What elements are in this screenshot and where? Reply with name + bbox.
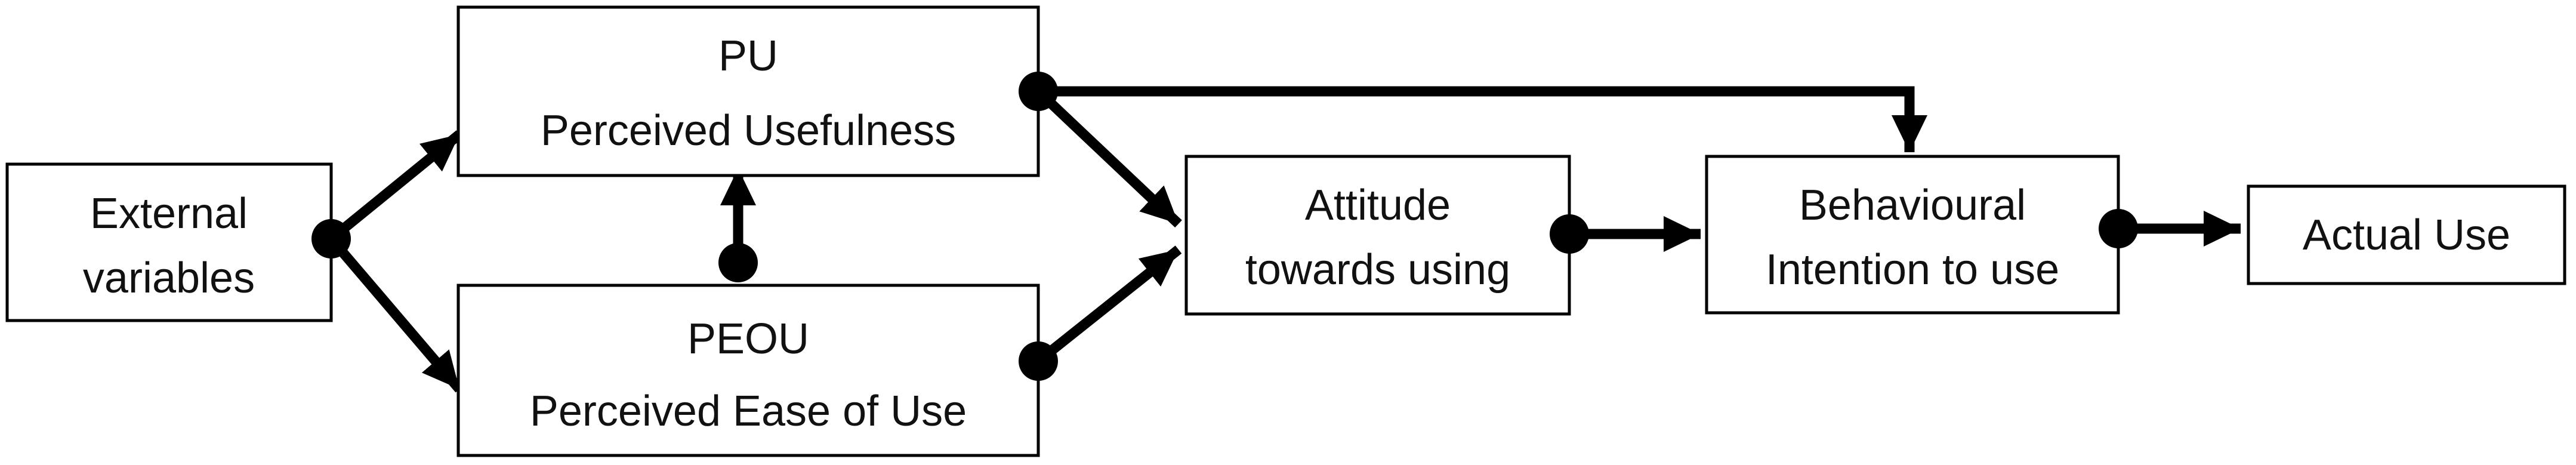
connector-dots	[311, 72, 2138, 381]
node-attitude-towards-using: Attitude towards using	[1184, 155, 1571, 316]
node-perceived-ease-of-use: PEOU Perceived Ease of Use	[456, 284, 1040, 457]
edge-external-to-peou	[327, 235, 464, 393]
node-box	[456, 284, 1040, 457]
connector-dot	[1019, 72, 1058, 111]
node-actual-use: Actual Use	[2247, 184, 2566, 285]
edge-pu-to-attitude	[1035, 87, 1182, 228]
edge-external-to-pu	[328, 130, 463, 243]
node-behavioural-intention: Behavioural Intention to use	[1705, 155, 2120, 315]
node-label-line: variables	[83, 254, 255, 302]
node-box	[2247, 184, 2566, 285]
node-label-line: PEOU	[687, 315, 809, 363]
node-label-line: Behavioural	[1799, 181, 2026, 229]
connector-dot	[2099, 209, 2138, 248]
node-external-variables: External variables	[5, 162, 333, 322]
connector-dot	[311, 219, 351, 258]
node-label-line: Actual Use	[2303, 211, 2510, 259]
node-perceived-usefulness: PU Perceived Usefulness	[456, 5, 1040, 177]
node-label-line: Perceived Usefulness	[541, 107, 956, 155]
node-label-line: External	[90, 190, 248, 238]
edge-peou-to-attitude	[1035, 245, 1182, 365]
node-box	[5, 162, 333, 322]
connector-dot	[718, 243, 758, 282]
node-label-line: Perceived Ease of Use	[530, 387, 967, 435]
node-label-line: Intention to use	[1766, 246, 2059, 294]
node-label-line: towards using	[1245, 246, 1510, 294]
connector-dot	[1550, 214, 1589, 254]
node-label-line: PU	[718, 32, 778, 80]
node-label-line: Attitude	[1305, 181, 1451, 229]
edge-pu-to-intention	[1038, 86, 1927, 152]
connector-dot	[1019, 341, 1058, 381]
node-box	[456, 5, 1040, 177]
